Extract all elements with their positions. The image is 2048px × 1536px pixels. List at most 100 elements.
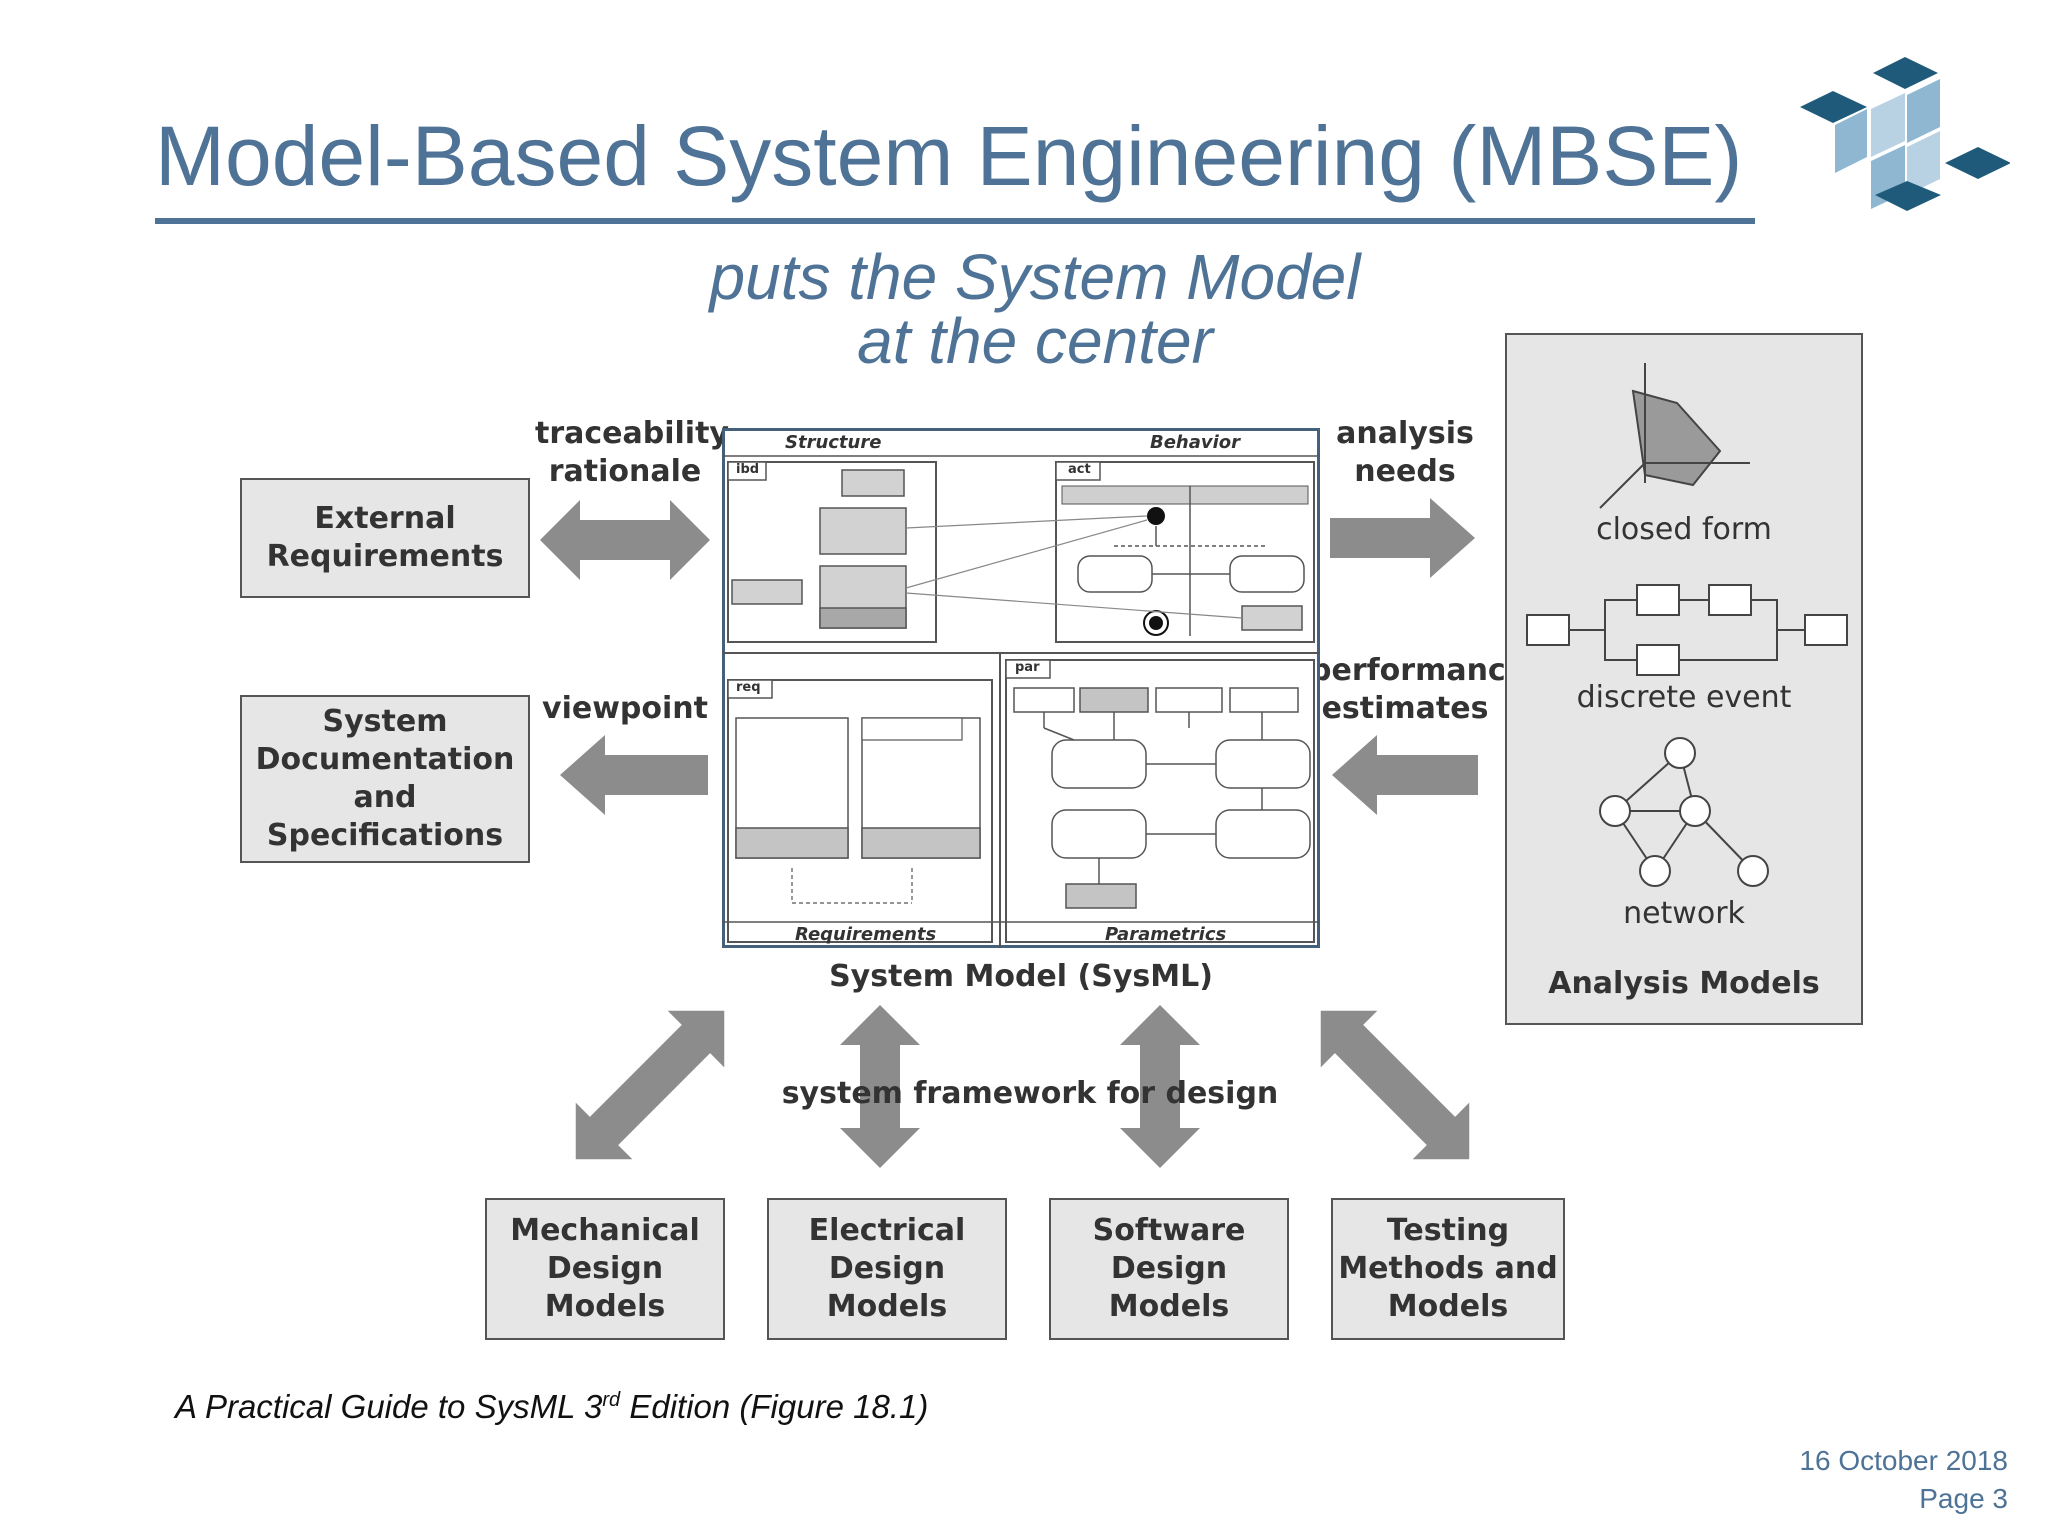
electrical-double-arrow [840, 1005, 920, 1168]
par-frame [1005, 659, 1315, 943]
viewpoint-label: viewpoint [542, 691, 708, 726]
traceability-text: traceability [535, 416, 729, 451]
logo-tile-2 [1873, 57, 1938, 89]
subtitle-line-1: puts the System Model [709, 241, 1361, 313]
par-param-3 [1155, 687, 1223, 713]
ibd-external-part [731, 579, 803, 605]
par-constraint-4 [1215, 809, 1311, 859]
closed-form-label: closed form [1596, 512, 1772, 547]
requirements-caption: Requirements [795, 924, 937, 945]
rationale-text: rationale [548, 454, 702, 489]
par-param-2 [1079, 687, 1149, 713]
logo-tile-9 [1875, 181, 1941, 211]
system-model-diagram [722, 455, 1320, 948]
page-title: Model-Based System Engineering (MBSE) [155, 109, 1743, 203]
par-constraint-3 [1051, 809, 1147, 859]
sysdoc-line-3: and Specifications [266, 780, 504, 853]
behavior-caption: Behavior [1150, 432, 1241, 453]
ibd-part-3-fill [819, 607, 907, 629]
sysdoc-line-2: Documentation [255, 742, 515, 777]
discrete-link-4 [1751, 599, 1805, 631]
logo-tile-4 [1871, 93, 1905, 157]
company-logo [1800, 57, 2010, 211]
ibd-part-1 [841, 469, 905, 497]
framework-label: system framework for design [781, 1076, 1279, 1111]
discrete-node-2 [1636, 584, 1680, 616]
analysis-illustrations [1526, 363, 1848, 887]
act-tag [1055, 461, 1101, 481]
external-requirements-box: External Requirements [240, 478, 530, 598]
act-trace-1 [905, 515, 1148, 529]
subtitle-line-2: at the center [857, 305, 1213, 377]
discrete-event-label: discrete event [1576, 680, 1792, 715]
par-link-9 [1043, 727, 1075, 741]
network-node-2 [1599, 795, 1631, 827]
ibd-frame [727, 461, 937, 643]
ibd-part-2 [819, 507, 907, 555]
req-frame [727, 679, 993, 943]
mechanical-design-box: Mechanical Design Models [485, 1198, 725, 1340]
network-node-5 [1737, 855, 1769, 887]
testing-line-2: Methods and [1338, 1251, 1558, 1286]
discrete-link-5 [1679, 630, 1778, 661]
software-line-2: Design [1110, 1251, 1228, 1286]
analysis-needs-label: analysis needs [1320, 415, 1490, 491]
electrical-line-1: Electrical [808, 1213, 966, 1248]
citation: A Practical Guide to SysML 3rd Edition (… [175, 1388, 928, 1426]
testing-double-arrow [1320, 1010, 1470, 1160]
logo-tile-3 [1835, 109, 1867, 173]
system-model-label: System Model (SysML) [829, 959, 1213, 994]
discrete-node-4 [1636, 644, 1680, 676]
par-param-1 [1013, 687, 1075, 713]
subtitle: puts the System Model at the center [620, 245, 1450, 373]
par-tag [1005, 659, 1051, 679]
citation-superscript: rd [602, 1389, 621, 1411]
citation-text: A Practical Guide to SysML 3 [175, 1388, 603, 1425]
analysis-text: analysis [1336, 416, 1474, 451]
closed-form-axis-3 [1599, 462, 1646, 509]
act-frame [1055, 461, 1315, 643]
performance-estimates-arrow [1332, 735, 1478, 815]
software-line-1: Software [1092, 1213, 1246, 1248]
par-constraint-2 [1215, 739, 1311, 789]
viewpoint-arrow [560, 735, 708, 815]
par-param-4 [1229, 687, 1299, 713]
discrete-node-5 [1804, 614, 1848, 646]
req-tag [727, 679, 773, 699]
closed-form-shape [1631, 389, 1722, 487]
act-final-node-inner [1149, 616, 1163, 630]
req-tag-label: req [736, 680, 761, 695]
par-constraint-1 [1051, 739, 1147, 789]
act-swimlane-header [1061, 485, 1309, 505]
network-node-3 [1679, 795, 1711, 827]
external-req-line-2: Requirements [266, 539, 504, 574]
structure-caption: Structure [785, 432, 882, 453]
electrical-line-3: Models [826, 1289, 948, 1324]
system-documentation-box: System Documentation and Specifications [240, 695, 530, 863]
mechanical-line-1: Mechanical [510, 1213, 700, 1248]
slide-date: 16 October 2018 [1799, 1445, 2008, 1476]
analysis-models-title: Analysis Models [1548, 966, 1820, 1001]
slide-footer: 16 October 2018 Page 3 [1799, 1442, 2008, 1518]
needs-text: needs [1354, 454, 1456, 489]
logo-tile-8 [1945, 147, 2010, 179]
testing-line-3: Models [1387, 1289, 1509, 1324]
act-trace-3 [905, 592, 1243, 619]
electrical-line-2: Design [828, 1251, 946, 1286]
traceability-label: traceability rationale [535, 415, 729, 491]
discrete-link-2 [1604, 630, 1637, 661]
software-line-3: Models [1108, 1289, 1230, 1324]
logo-tile-5 [1907, 79, 1940, 143]
req-block-2-header [861, 717, 963, 741]
slide-page-number: Page 3 [1919, 1483, 2008, 1514]
logo-tile-7 [1907, 131, 1940, 195]
req-block-1-fill [735, 827, 849, 859]
act-initial-node [1147, 507, 1165, 525]
ibd-tag-label: ibd [736, 462, 760, 477]
discrete-node-1 [1526, 614, 1570, 646]
testing-line-1: Testing [1386, 1213, 1510, 1248]
mechanical-double-arrow [575, 1010, 725, 1160]
act-action-2 [1229, 555, 1305, 593]
citation-rest: Edition (Figure 18.1) [620, 1388, 929, 1425]
